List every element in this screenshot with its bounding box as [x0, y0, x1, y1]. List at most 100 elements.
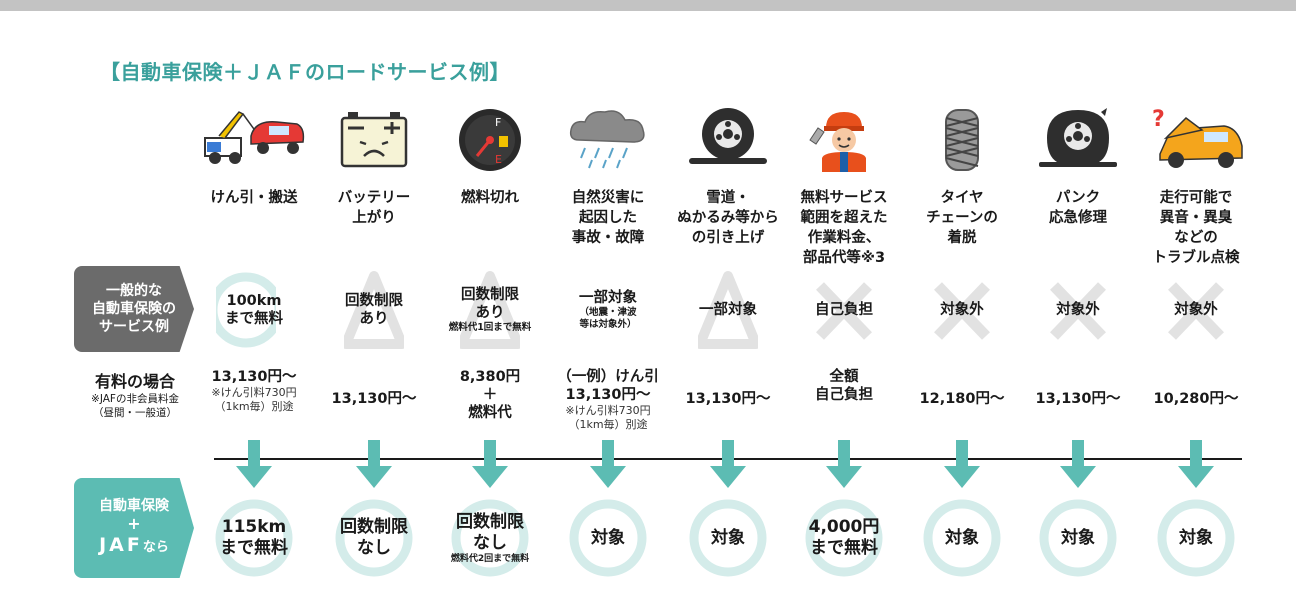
down-arrow-icon [786, 440, 902, 490]
page-title: 【自動車保険＋ＪＡＦのロードサービス例】 [100, 60, 510, 84]
column-label: タイヤ チェーンの 着脱 [926, 190, 998, 246]
general-cell: 一部対象（地震・津波 等は対象外） [550, 270, 666, 350]
general-cell-text: 対象外 [1138, 270, 1254, 350]
circle-mark-icon [569, 499, 647, 577]
jaf-cell: 対象 [904, 499, 1020, 577]
down-arrow-icon [432, 440, 548, 490]
paid-note: ※けん引料730円 （1km毎）別途 [211, 386, 297, 413]
down-arrow-icon [316, 440, 432, 490]
jaf-cell-text: 4,000円 まで無料 [786, 500, 902, 576]
stuck-tire-icon [670, 106, 786, 176]
circle-mark-icon [335, 499, 413, 577]
general-value: 対象外 [1174, 302, 1218, 318]
general-cell-text: 対象外 [1020, 270, 1136, 350]
jaf-cell: 4,000円 まで無料 [786, 499, 902, 577]
general-note: （地震・津波 等は対象外） [579, 307, 637, 330]
general-value: 一部対象 [579, 290, 637, 306]
column-label: パンク 応急修理 [1049, 190, 1107, 226]
svg-text:E: E [495, 153, 502, 166]
general-cell-text: 自己負担 [786, 270, 902, 350]
paid-case-note: ※JAFの非会員料金 [91, 393, 179, 405]
paid-case-header: 有料の場合 ※JAFの非会員料金 （昼間・一般道） [66, 372, 204, 420]
down-arrow-icon [1020, 440, 1136, 490]
jaf-cell: 対象 [550, 499, 666, 577]
general-insurance-header-text: 一般的な 自動車保険の サービス例 [92, 283, 176, 335]
column-label: 雪道・ ぬかるみ等から の引き上げ [677, 190, 779, 246]
general-cell: 対象外 [1138, 270, 1254, 350]
general-cell: 100km まで無料 [196, 270, 312, 350]
jaf-header: 自動車保険 + JAFなら [74, 478, 194, 578]
svg-text:?: ? [1152, 107, 1165, 132]
general-cell: 対象外 [904, 270, 1020, 350]
general-cell: 一部対象 [670, 270, 786, 350]
jaf-note: 燃料代2回まで無料 [450, 553, 530, 564]
down-arrow-icon [196, 440, 312, 490]
cross-mark-icon [816, 282, 872, 340]
jaf-cell-text: 回数制限 なし [316, 500, 432, 576]
column-label: 無料サービス 範囲を超えた 作業料金、 部品代等※3 [800, 190, 888, 266]
jaf-cell: 115km まで無料 [196, 499, 312, 577]
jaf-value: 4,000円 まで無料 [808, 517, 880, 558]
general-note: 燃料代1回まで無料 [448, 322, 532, 333]
paid-value: 13,130円〜 [331, 391, 417, 407]
down-arrow-icon [670, 440, 786, 490]
general-value: 回数制限 あり [345, 293, 403, 327]
jaf-header-jaf: JAFなら [99, 533, 169, 556]
general-value: 自己負担 [815, 302, 873, 318]
jaf-value: 回数制限 なし [340, 517, 408, 558]
general-value: 100km まで無料 [225, 293, 283, 327]
jaf-cell: 回数制限 なし [316, 499, 432, 577]
jaf-cell-text: 対象 [1138, 500, 1254, 576]
mechanic-icon [786, 106, 902, 176]
paid-value: 全額 自己負担 [815, 369, 873, 403]
paid-note: ※けん引料730円 （1km毎）別途 [565, 404, 651, 431]
battery-icon [340, 112, 408, 168]
general-cell-text: 一部対象 [670, 270, 786, 350]
paid-cell: 全額 自己負担 [786, 368, 902, 404]
top-bar [0, 0, 1296, 11]
paid-cell: 13,130円〜 [316, 390, 432, 408]
jaf-header-insurance: 自動車保険 [99, 497, 169, 514]
circle-mark-icon [1039, 499, 1117, 577]
general-cell: 回数制限 あり燃料代1回まで無料 [432, 270, 548, 350]
paid-cell: 13,130円〜※けん引料730円 （1km毎）別途 [196, 368, 312, 414]
jaf-cell-text: 対象 [670, 500, 786, 576]
paid-cell: 10,280円〜 [1138, 390, 1254, 408]
paid-value: 13,130円〜 [211, 369, 297, 385]
svg-text:F: F [495, 116, 501, 129]
paid-cell: 13,130円〜 [670, 390, 786, 408]
paid-value: 12,180円〜 [919, 391, 1005, 407]
general-cell-text: 回数制限 あり [316, 270, 432, 350]
paid-value: （一例）けん引 13,130円〜 [557, 369, 659, 403]
fuel-gauge-icon: FE [459, 109, 521, 171]
paid-cell: 8,380円 ＋ 燃料代 [432, 368, 548, 422]
paid-case-note-time: （昼間・一般道） [93, 407, 177, 419]
paid-value: 13,130円〜 [685, 391, 771, 407]
circle-mark-icon [1157, 499, 1235, 577]
jaf-cell: 対象 [1020, 499, 1136, 577]
paid-case-title: 有料の場合 [94, 372, 175, 391]
battery-icon [316, 106, 432, 176]
circle-mark-icon [215, 499, 293, 577]
flat-tire-icon [1020, 106, 1136, 176]
down-arrow-icon [1138, 440, 1254, 490]
jaf-value: 対象 [1179, 527, 1213, 548]
broken-car-icon: ? [1152, 107, 1243, 168]
circle-mark-icon [805, 499, 883, 577]
circle-mark-icon [923, 499, 1001, 577]
tow-truck-icon [204, 111, 305, 164]
circle-mark-icon [451, 499, 529, 577]
paid-cell: 12,180円〜 [904, 390, 1020, 408]
general-cell-text: 回数制限 あり燃料代1回まで無料 [432, 270, 548, 350]
general-cell: 対象外 [1020, 270, 1136, 350]
general-cell: 自己負担 [786, 270, 902, 350]
storm-cloud-icon [550, 106, 666, 176]
circle-mark-icon [689, 499, 767, 577]
jaf-cell: 回数制限 なし燃料代2回まで無料 [432, 499, 548, 577]
paid-value: 8,380円 ＋ 燃料代 [459, 369, 521, 421]
tow-truck-icon [196, 106, 312, 176]
general-insurance-header: 一般的な 自動車保険の サービス例 [74, 266, 194, 352]
jaf-cell: 対象 [670, 499, 786, 577]
triangle-mark-icon [460, 271, 520, 349]
